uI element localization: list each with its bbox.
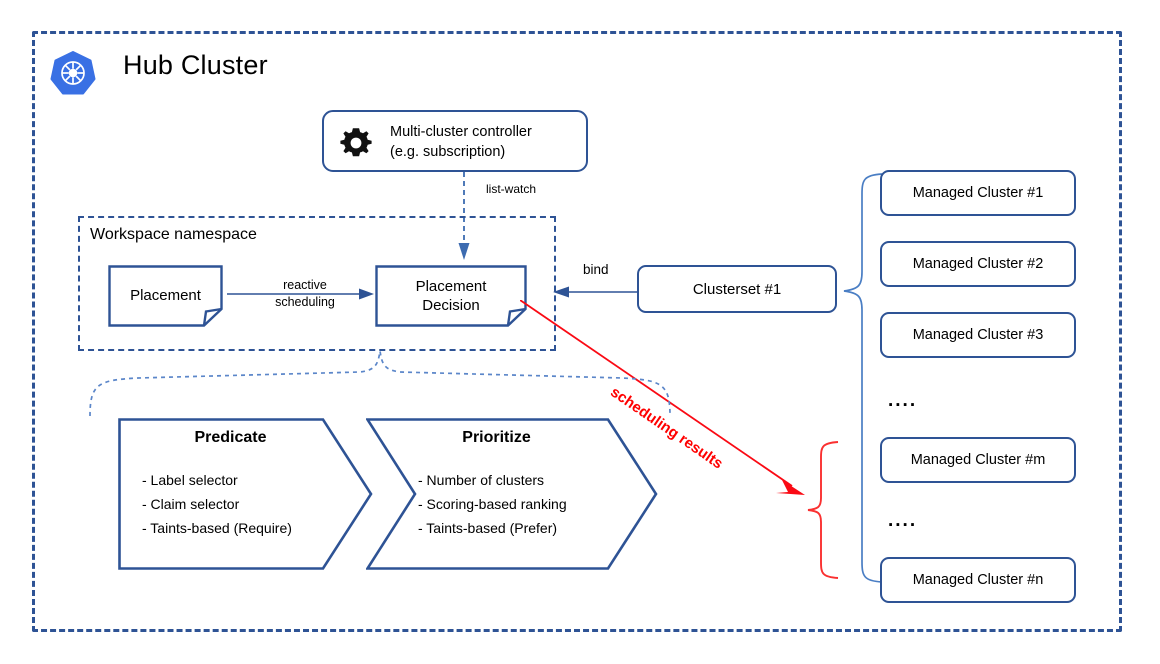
reactive-scheduling-label: reactive scheduling bbox=[255, 277, 355, 311]
clusterset-label: Clusterset #1 bbox=[692, 280, 782, 298]
prioritize-item-1: - Scoring-based ranking bbox=[418, 496, 567, 512]
predicate-stage-shape[interactable] bbox=[118, 418, 373, 570]
hub-cluster-title: Hub Cluster bbox=[123, 50, 268, 80]
predicate-item-0: - Label selector bbox=[142, 472, 238, 488]
clusterset-box[interactable]: Clusterset #1 bbox=[637, 265, 837, 313]
placement-decision-label: Placement Decision bbox=[375, 277, 527, 315]
placement-decision-document[interactable]: Placement Decision bbox=[375, 265, 527, 327]
gear-icon bbox=[338, 125, 374, 161]
hub-cluster-frame bbox=[32, 31, 1122, 632]
managed-cluster-m[interactable]: Managed Cluster #m bbox=[880, 437, 1076, 483]
controller-line-1: Multi-cluster controller bbox=[390, 124, 532, 140]
list-watch-label: list-watch bbox=[486, 182, 537, 196]
predicate-item-1: - Claim selector bbox=[142, 496, 240, 512]
managed-cluster-label: Managed Cluster #3 bbox=[912, 327, 1044, 343]
managed-cluster-label: Managed Cluster #1 bbox=[912, 185, 1044, 201]
prioritize-title: Prioritize bbox=[462, 429, 531, 446]
ellipsis-upper: .... bbox=[888, 390, 918, 411]
controller-line-2: (e.g. subscription) bbox=[390, 144, 506, 160]
reactive-scheduling-arrow bbox=[227, 285, 375, 303]
placement-label: Placement bbox=[130, 287, 201, 304]
managed-cluster-label: Managed Cluster #n bbox=[912, 572, 1044, 588]
placement-document[interactable]: Placement bbox=[108, 265, 223, 327]
reactive-line-2: scheduling bbox=[275, 295, 335, 309]
prioritize-stage-shape[interactable] bbox=[365, 418, 658, 570]
managed-cluster-label: Managed Cluster #2 bbox=[912, 256, 1044, 272]
prioritize-item-0: - Number of clusters bbox=[418, 472, 545, 488]
list-watch-arrow bbox=[455, 172, 481, 262]
decision-line-1: Placement bbox=[415, 278, 487, 295]
managed-cluster-n[interactable]: Managed Cluster #n bbox=[880, 557, 1076, 603]
predicate-items: - Label selector - Claim selector - Tain… bbox=[142, 468, 292, 540]
managed-cluster-label: Managed Cluster #m bbox=[910, 452, 1046, 468]
decision-line-2: Decision bbox=[422, 297, 480, 314]
scheduling-stages-brace bbox=[88, 350, 672, 418]
managed-cluster-1[interactable]: Managed Cluster #1 bbox=[880, 170, 1076, 216]
scheduling-results-brace bbox=[806, 440, 840, 580]
workspace-namespace-label: Workspace namespace bbox=[90, 226, 257, 243]
managed-cluster-3[interactable]: Managed Cluster #3 bbox=[880, 312, 1076, 358]
multi-cluster-controller-label: Multi-cluster controller (e.g. subscript… bbox=[390, 122, 582, 162]
multi-cluster-controller-box[interactable]: Multi-cluster controller (e.g. subscript… bbox=[322, 110, 588, 172]
reactive-line-1: reactive bbox=[283, 278, 327, 292]
bind-arrow bbox=[553, 284, 643, 300]
clusterset-membership-brace bbox=[842, 172, 884, 584]
managed-cluster-2[interactable]: Managed Cluster #2 bbox=[880, 241, 1076, 287]
workspace-namespace-box bbox=[78, 216, 556, 351]
prioritize-items: - Number of clusters - Scoring-based ran… bbox=[418, 468, 567, 540]
scheduling-results-arrow bbox=[519, 299, 810, 500]
bind-label: bind bbox=[583, 262, 609, 277]
prioritize-item-2: - Taints-based (Prefer) bbox=[418, 520, 558, 536]
predicate-item-2: - Taints-based (Require) bbox=[142, 520, 292, 536]
predicate-title: Predicate bbox=[194, 429, 267, 446]
ellipsis-lower: .... bbox=[888, 510, 918, 531]
kubernetes-logo-icon bbox=[50, 50, 96, 96]
